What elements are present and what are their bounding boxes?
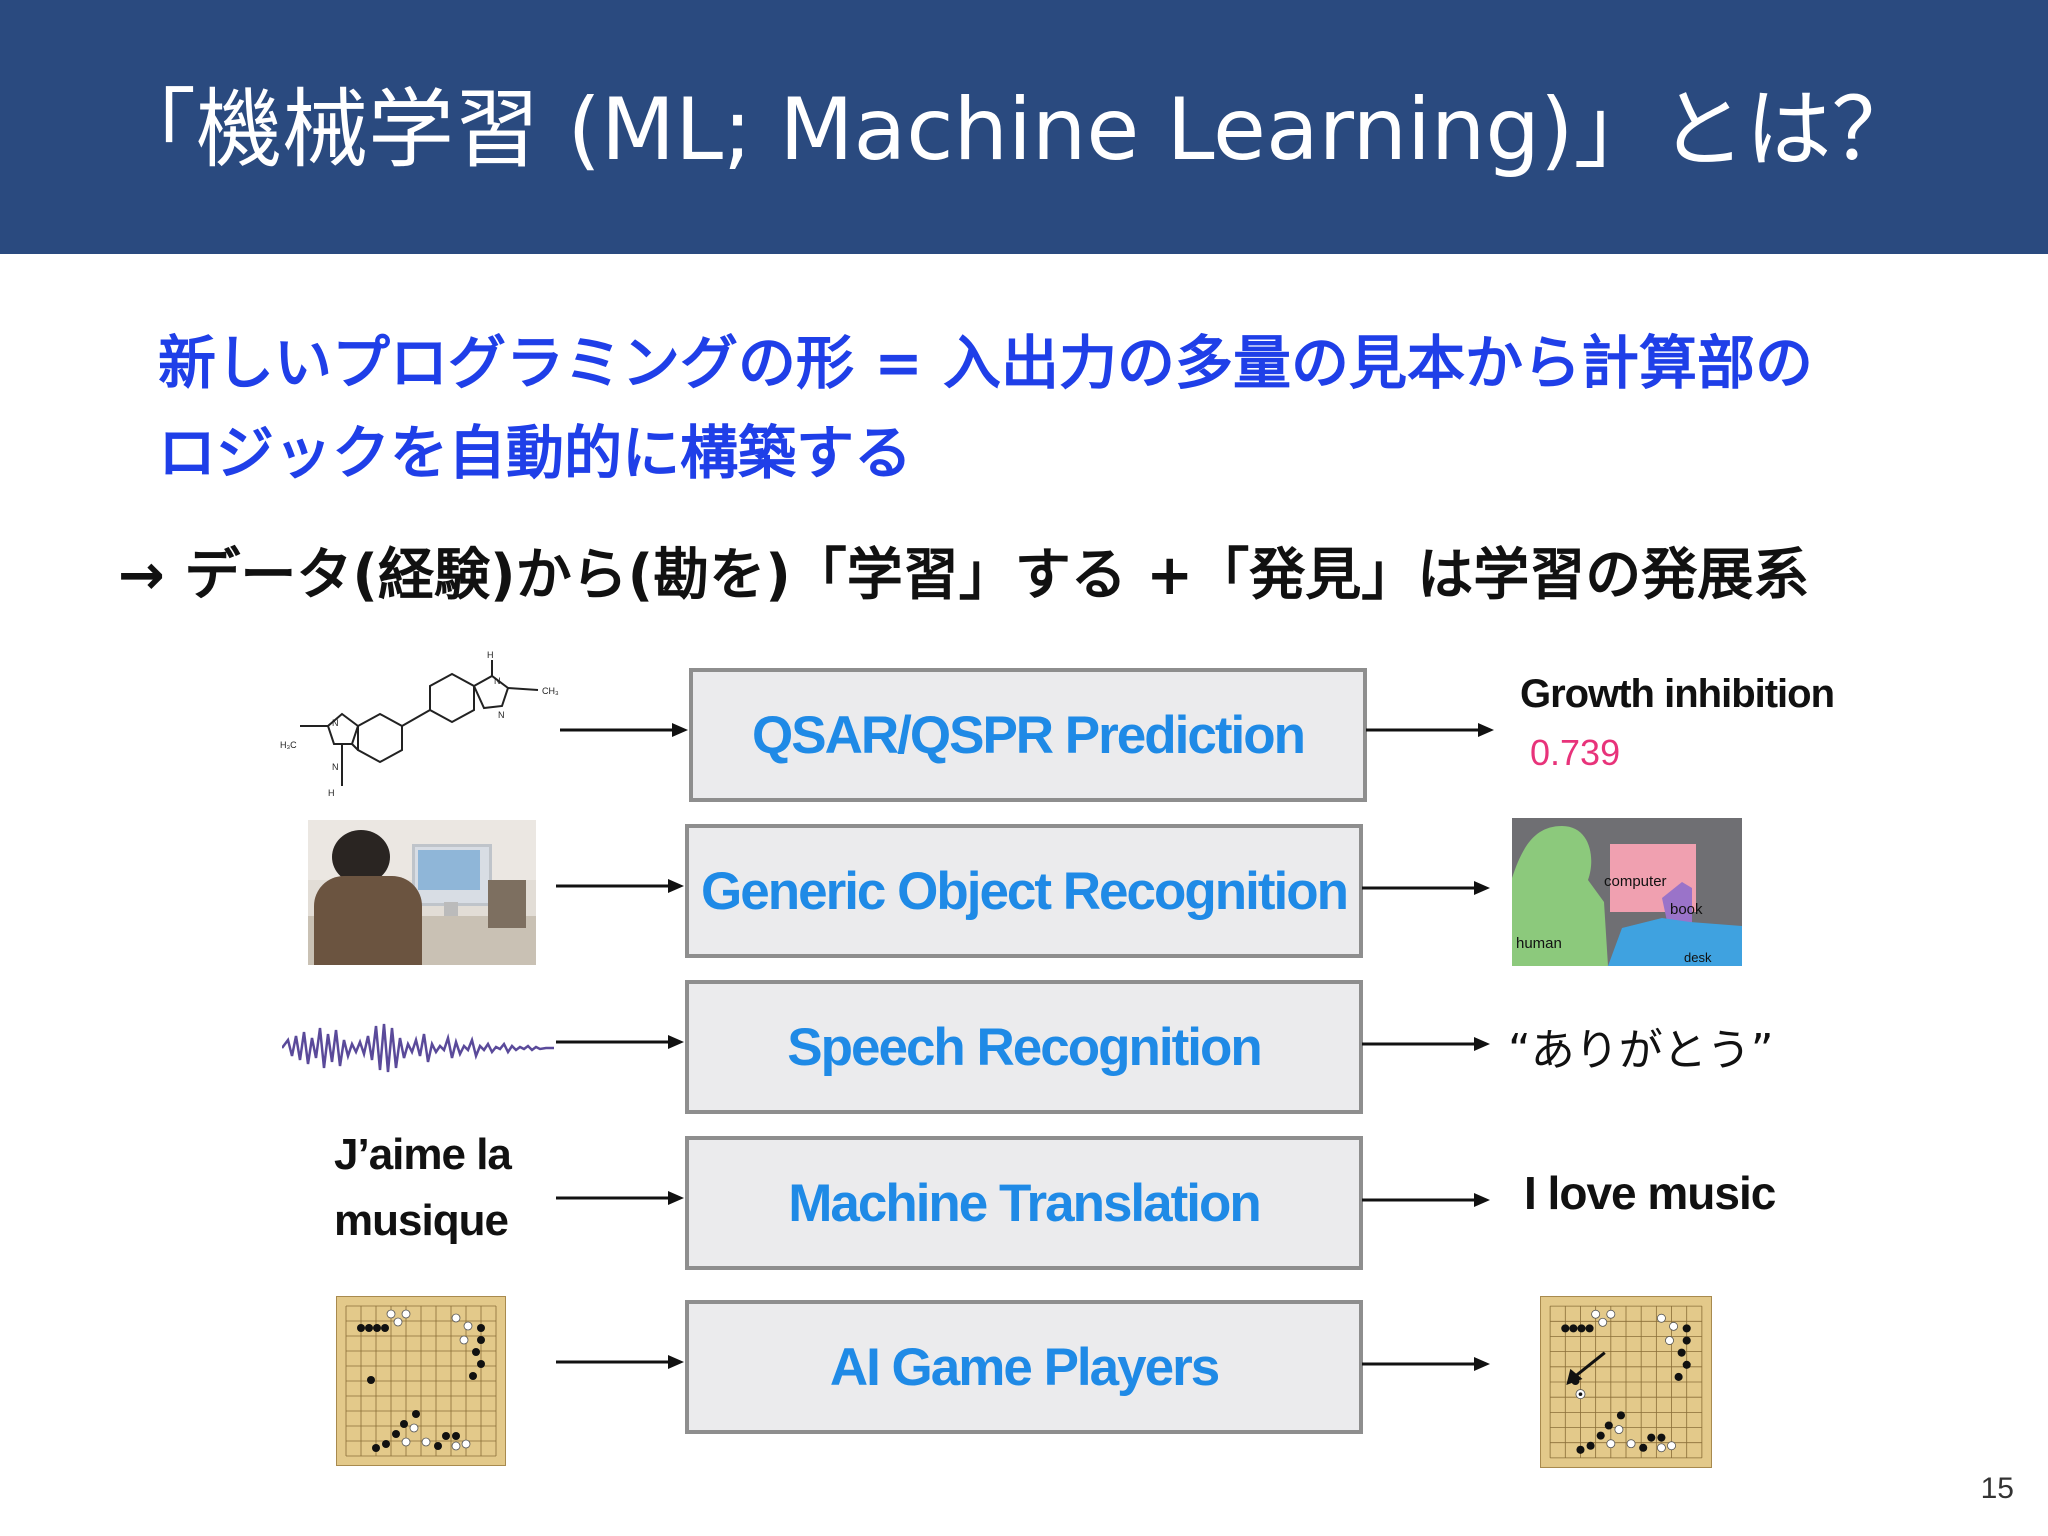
task-box-object-recognition: Generic Object Recognition (685, 824, 1363, 958)
molecule-icon: H N CH₃ N N H₃C N H (280, 650, 559, 798)
output-growth-label: Growth inhibition (1520, 672, 1835, 716)
seg-label-desk: desk (1684, 950, 1712, 965)
task-label-object-recognition: Generic Object Recognition (701, 861, 1349, 921)
mol-label-h-bottom: H (328, 788, 335, 798)
seg-label-computer: computer (1604, 873, 1667, 890)
waveform-icon (282, 1023, 554, 1073)
person-computer-photo (308, 820, 536, 965)
definition-line-2: ロジックを自動的に構築する (158, 419, 913, 487)
arrow-in-2 (556, 879, 684, 893)
task-label-speech: Speech Recognition (787, 1017, 1262, 1077)
mol-label-n-left-top: N (332, 718, 339, 728)
seg-label-human: human (1516, 935, 1562, 952)
arrow-out-1 (1366, 723, 1494, 737)
seg-label-book: book (1670, 901, 1703, 918)
arrow-in-4 (556, 1191, 684, 1205)
mol-label-n-top: N (494, 676, 501, 686)
mol-label-h-top: H (487, 650, 494, 660)
segmentation-map-icon: computer book human desk (1512, 818, 1742, 966)
definition-line-1: 新しいプログラミングの形 = 入出力の多量の見本から計算部の (158, 329, 1813, 397)
mol-label-ch3: CH₃ (542, 686, 559, 696)
mol-label-n-right: N (498, 710, 505, 720)
arrow-out-5 (1362, 1357, 1490, 1371)
input-french-text: J’aime la musique (334, 1122, 512, 1254)
arrow-out-3 (1362, 1037, 1490, 1051)
mol-label-n-left-bottom: N (332, 762, 339, 772)
mol-label-h3c: H₃C (280, 740, 297, 750)
task-box-qsar: QSAR/QSPR Prediction (689, 668, 1367, 802)
arrow-out-4 (1362, 1193, 1490, 1207)
arrow-in-3 (556, 1035, 684, 1049)
task-label-qsar: QSAR/QSPR Prediction (752, 705, 1306, 765)
task-label-translation: Machine Translation (788, 1173, 1262, 1233)
output-english-text: I love music (1524, 1167, 1776, 1219)
go-board-move-icon (1540, 1296, 1712, 1468)
output-growth-value: 0.739 (1530, 732, 1621, 773)
task-label-game: AI Game Players (829, 1337, 1220, 1397)
arrow-in-1 (560, 723, 688, 737)
input-french-line-2: musique (334, 1196, 509, 1245)
slide-header: 「機械学習 (ML; Machine Learning)」とは？ (0, 0, 2048, 254)
definition-text: 新しいプログラミングの形 = 入出力の多量の見本から計算部の ロジックを自動的に… (158, 318, 2018, 498)
page-number: 15 (1980, 1472, 2014, 1505)
task-box-game: AI Game Players (685, 1300, 1363, 1434)
slide-title: 「機械学習 (ML; Machine Learning)」とは？ (110, 80, 1918, 180)
arrow-out-2 (1362, 881, 1490, 895)
go-board-icon (336, 1296, 506, 1466)
task-box-translation: Machine Translation (685, 1136, 1363, 1270)
arrow-in-5 (556, 1355, 684, 1369)
output-arigatou: “ありがとう” (1508, 1025, 1774, 1076)
task-box-speech: Speech Recognition (685, 980, 1363, 1114)
input-french-line-1: J’aime la (334, 1130, 512, 1179)
learning-statement: → データ(経験)から(勘を)「学習」する +「発見」は学習の発展系 (118, 543, 1810, 608)
